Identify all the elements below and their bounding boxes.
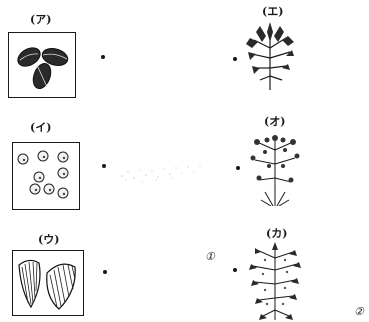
seed-label-a: (ア) <box>30 14 51 26</box>
plant-dot-ka[interactable] <box>233 268 237 272</box>
plant-label-ka: (カ) <box>266 228 287 240</box>
plant-dot-e[interactable] <box>233 57 237 61</box>
oval-seeds-illustration <box>9 33 75 96</box>
seed-dot-i[interactable] <box>102 164 106 168</box>
marker-left: ① <box>205 251 215 263</box>
striped-seeds-illustration <box>13 251 83 314</box>
plant-label-o: (オ) <box>264 116 285 128</box>
plant-label-e: (エ) <box>262 6 283 18</box>
plant-illustration-e <box>240 18 300 90</box>
round-seeds-illustration <box>13 143 79 208</box>
plant-illustration-o <box>245 130 305 206</box>
seed-dot-a[interactable] <box>101 55 105 59</box>
seed-label-u: (ウ) <box>38 234 59 246</box>
marker-right: ② <box>354 306 364 318</box>
seed-dot-u[interactable] <box>103 270 107 274</box>
seed-label-i: (イ) <box>30 122 51 134</box>
faint-smudge <box>112 158 212 188</box>
seed-box-i <box>12 142 80 210</box>
seed-box-u <box>12 250 84 316</box>
plant-dot-o[interactable] <box>236 166 240 170</box>
plant-illustration-ka <box>243 240 307 320</box>
seed-box-a <box>8 32 76 98</box>
